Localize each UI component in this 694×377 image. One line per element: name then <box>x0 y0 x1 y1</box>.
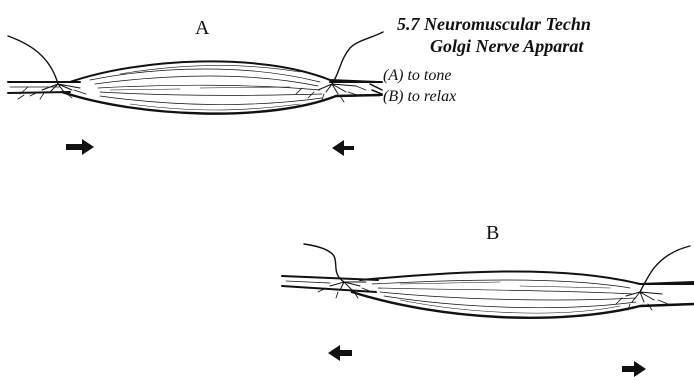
panel-b-arrow-left-icon <box>328 345 352 361</box>
panel-b-nerve-right <box>616 246 690 310</box>
panel-a-nerve-right <box>296 32 383 102</box>
legend-text: to relax <box>407 88 456 105</box>
legend-key: (A) <box>383 67 403 84</box>
legend-item-b: (B) to relax <box>383 86 456 107</box>
panel-a-arrow-right-icon <box>66 139 94 155</box>
legend: (A) to tone (B) to relax <box>383 65 456 107</box>
panel-a-label: A <box>195 17 209 40</box>
figure-number: 5.7 <box>397 14 420 34</box>
legend-text: to tone <box>407 67 451 84</box>
legend-key: (B) <box>383 88 403 105</box>
panel-a-nerve-left <box>8 36 86 99</box>
panel-b-label: B <box>486 222 499 245</box>
figure-caption-title: 5.7 Neuromuscular Techn <box>397 13 591 35</box>
panel-a-muscle <box>8 61 382 113</box>
figure-title-line1: Neuromuscular Techn <box>424 14 591 34</box>
figure-title-line2: Golgi Nerve Apparat <box>430 35 583 57</box>
legend-item-a: (A) to tone <box>383 65 456 86</box>
panel-b-arrow-right-icon <box>622 361 646 377</box>
panel-a-arrow-left-icon <box>332 140 354 156</box>
